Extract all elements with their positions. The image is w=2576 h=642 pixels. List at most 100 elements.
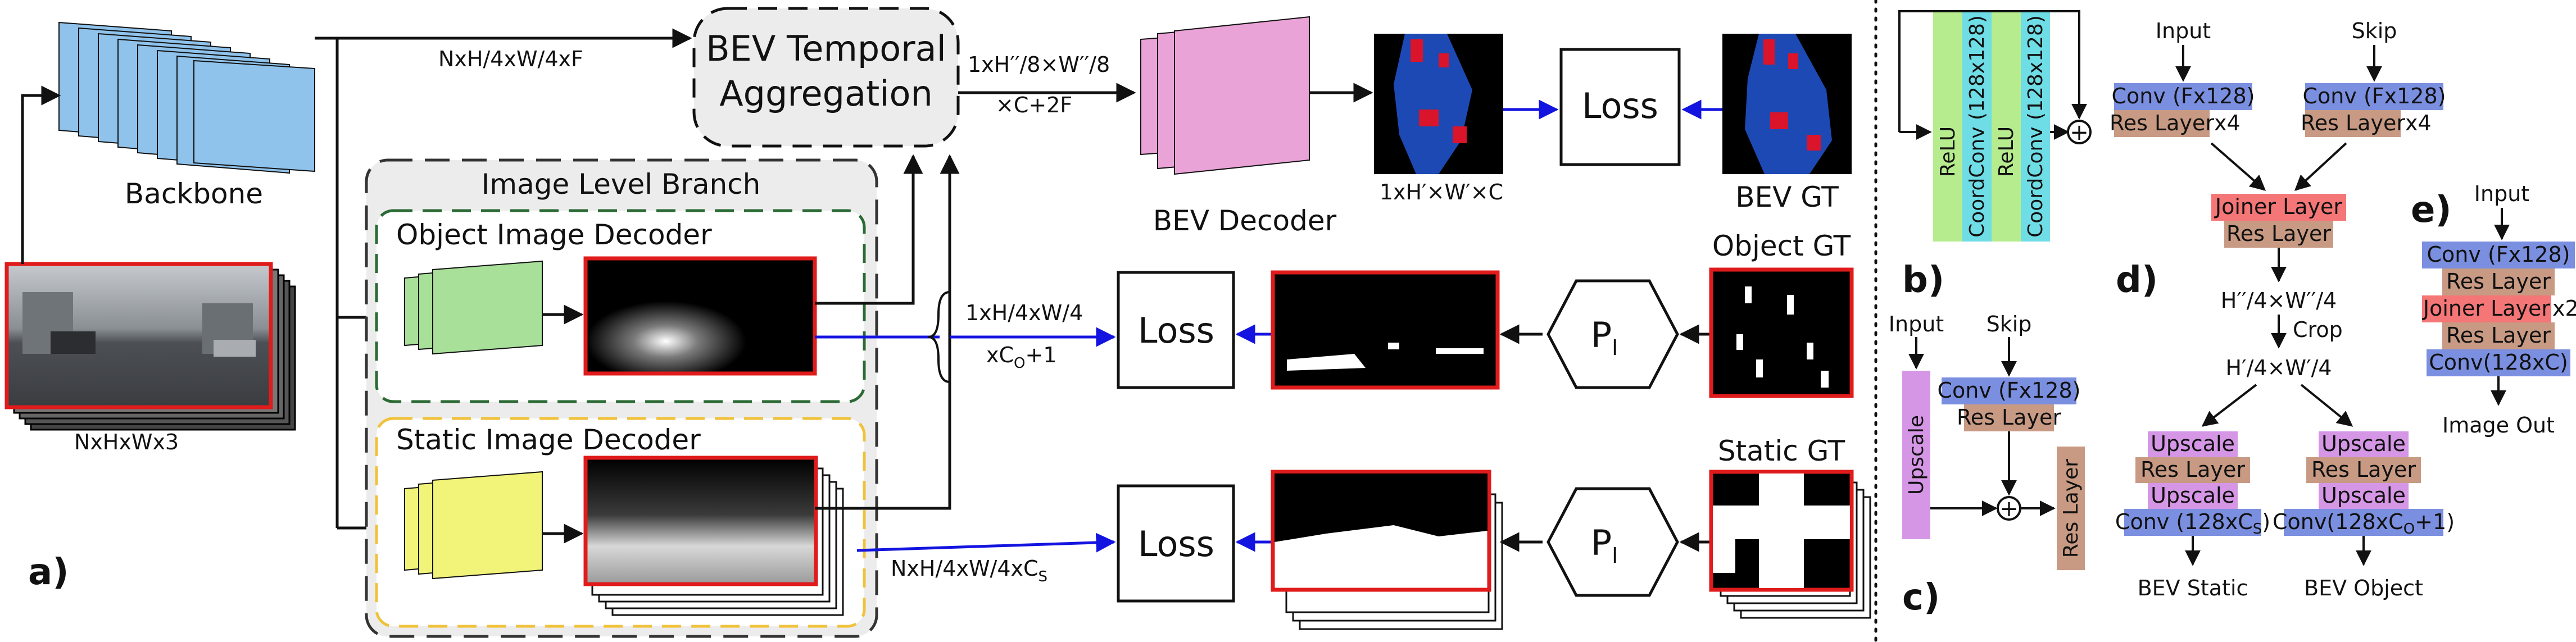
d-up2 (2148, 483, 2238, 509)
d-res-mid (2224, 221, 2333, 248)
relu-block-2 (1992, 11, 2021, 242)
static-projection-hexagon (1546, 487, 1679, 597)
d-conv-left (2114, 83, 2252, 110)
bev-temporal-aggregation (692, 7, 960, 148)
d-mult-left: x4 (2214, 111, 2241, 135)
d-arrow-right-joiner (2294, 142, 2347, 191)
panel-b: ReLU CoordConv (128x128) ReLU CoordConv … (1898, 10, 2092, 301)
d-joiner-label: Joiner Layer (2214, 194, 2343, 219)
d-res-left (2114, 110, 2210, 137)
d-up1 (2148, 431, 2238, 457)
temporal-label-line2: Aggregation (719, 73, 933, 114)
d-out-object: BEV Object (2304, 576, 2423, 600)
temporal-output-size-line1: 1xH′′/8×W′′/8 (968, 52, 1110, 77)
d-res-mid-label: Res Layer (2226, 221, 2331, 246)
panel-c-label: c) (1902, 577, 1940, 618)
d-up4-label: Upscale (2321, 483, 2406, 508)
coordconv-block-1 (1962, 11, 1992, 242)
coordconv-label-1: CoordConv (128x128) (1966, 15, 1989, 238)
temporal-label-line1: BEV Temporal (706, 28, 946, 69)
panel-a-label: a) (28, 552, 69, 593)
bev-output-size: 1xH′×W′×C (1380, 180, 1503, 204)
d-up4 (2319, 483, 2409, 509)
c-res-rot-label: Res Layer (2060, 459, 2083, 558)
arrow-staticimg-temporal (815, 154, 960, 510)
e-output-label: Image Out (2442, 413, 2555, 438)
arrow-static-loss (856, 532, 1116, 553)
static-gt-label: Static GT (1718, 435, 1845, 467)
static-decoder-block (404, 471, 543, 580)
c-conv-block (1942, 377, 2076, 404)
c-upscale-block (1902, 371, 1930, 539)
static-prediction-stack (583, 456, 844, 616)
coordconv-block-2 (2021, 11, 2050, 242)
e-res2 (2442, 322, 2555, 349)
c-skip-label: Skip (1987, 312, 2032, 336)
e-conv (2422, 242, 2575, 268)
d-conv-left-label: Conv (Fx128) (2112, 84, 2255, 108)
d-skip-label: Skip (2352, 19, 2397, 43)
relu-label-1: ReLU (1936, 126, 1960, 177)
e-conv-label: Conv (Fx128) (2427, 242, 2570, 267)
object-output-brace (928, 291, 950, 383)
temporal-output-size-line2: ×C+2F (996, 93, 1072, 117)
panel-e: e) Input Conv (Fx128) Res Layer Joiner L… (2411, 181, 2576, 438)
static-projection-label: PI (1591, 522, 1618, 568)
bev-prediction-image (1374, 34, 1503, 174)
d-conv-right-label: Conv (Fx128) (2303, 84, 2446, 108)
backbone-label: Backbone (125, 177, 263, 210)
add-node-b (2067, 120, 2092, 144)
static-decoder-label: Static Image Decoder (396, 424, 701, 456)
image-branch-label: Image Level Branch (482, 168, 761, 201)
backbone-block (58, 21, 315, 174)
d-res-left-label: Res Layer (2110, 111, 2214, 135)
e-res1 (2442, 268, 2555, 295)
object-prediction-image (583, 256, 817, 376)
d-arrow-left-branch (2201, 384, 2257, 427)
d-res-right-label: Res Layer (2301, 111, 2405, 135)
d-res3 (2306, 457, 2421, 483)
object-output-size-line1: 1xH/4xW/4 (965, 300, 1083, 325)
object-gt-image (1709, 267, 1854, 398)
e-res1-label: Res Layer (2446, 269, 2551, 294)
projected-object-gt-image (1271, 270, 1500, 390)
d-arrow-left-joiner (2210, 142, 2266, 191)
e-mult: x2 (2552, 296, 2576, 321)
e-joiner (2422, 295, 2551, 322)
object-decoder-block (404, 260, 543, 355)
d-size1: H′′/4×W′′/4 (2221, 288, 2337, 313)
object-output-size-line2: xCO+1 (986, 343, 1057, 372)
d-mult-right: x4 (2405, 111, 2432, 135)
object-projection-label: PI (1591, 315, 1618, 360)
bev-gt-image (1722, 34, 1852, 174)
bev-loss-label: Loss (1582, 85, 1658, 126)
e-input-label: Input (2474, 181, 2529, 206)
d-input-label: Input (2156, 19, 2211, 43)
c-conv-label: Conv (Fx128) (1938, 378, 2081, 403)
d-up3-label: Upscale (2321, 431, 2406, 456)
d-size2: H′/4×W′/4 (2225, 356, 2332, 380)
object-loss-label: Loss (1138, 310, 1214, 351)
add-symbol-c: + (1999, 496, 2019, 522)
backbone-feature-size: NxH/4xW/4xF (438, 47, 583, 71)
panel-e-label: e) (2411, 189, 2452, 231)
d-res3-label: Res Layer (2311, 457, 2416, 482)
d-joiner (2211, 194, 2346, 221)
bev-decoder-label: BEV Decoder (1153, 204, 1337, 237)
d-up1-label: Upscale (2151, 431, 2235, 456)
object-projection-hexagon (1546, 279, 1679, 389)
input-size-label: NxHxWx3 (74, 430, 179, 454)
d-conv-right (2305, 83, 2443, 110)
arrow-input-backbone (21, 85, 61, 264)
d-arrow-right-branch (2300, 384, 2353, 427)
panel-b-label: b) (1902, 259, 1944, 301)
e-conv-out (2427, 349, 2570, 376)
panel-a: NxHxWx3 Backbone NxH/4xW/4xF BEV Tempora… (4, 7, 1871, 638)
bev-loss-box (1559, 48, 1681, 166)
d-res1 (2135, 457, 2250, 483)
static-gt-image (1709, 470, 1871, 619)
relu-label-2: ReLU (1995, 126, 2018, 177)
bev-decoder-block (1140, 16, 1310, 175)
d-res-right (2305, 110, 2401, 137)
